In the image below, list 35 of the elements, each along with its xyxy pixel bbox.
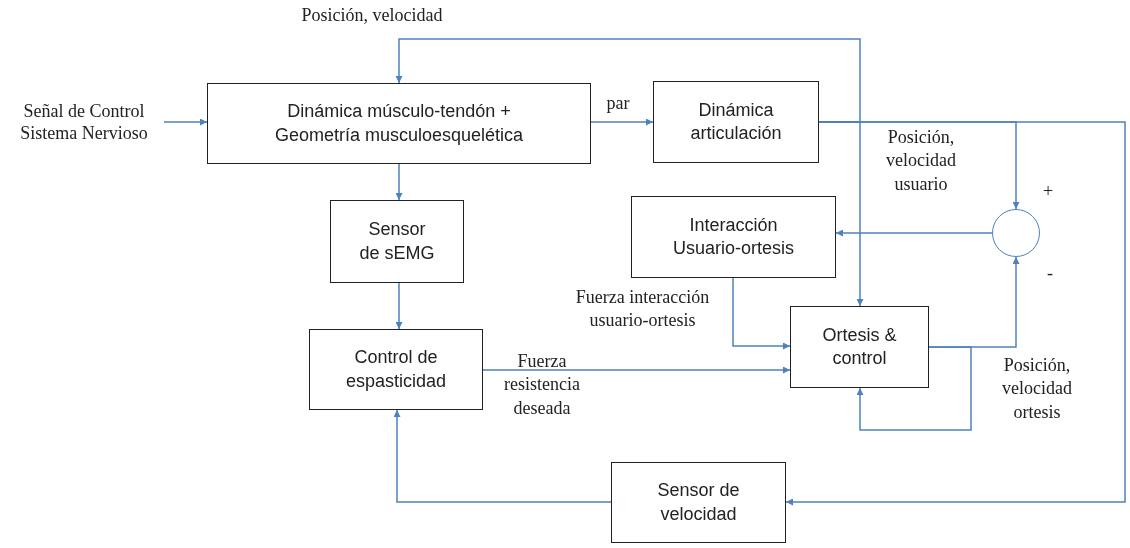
annotation-text: Posición, velocidad ortesis: [1001, 354, 1073, 424]
minus-sign: -: [1046, 262, 1054, 285]
box-label: Control de espasticidad: [344, 346, 448, 393]
arrow: [785, 121, 1126, 506]
arrow: [163, 118, 208, 126]
process-box: [207, 83, 591, 164]
summing-junction-circle: [992, 209, 1040, 257]
process-box: [309, 329, 483, 410]
box-label: Dinámica articulación: [689, 98, 783, 145]
input-signal-text: Señal de Control Sistema Nervioso: [19, 99, 149, 145]
arrow: [590, 118, 654, 126]
arrow: [395, 38, 861, 123]
arrow: [835, 229, 993, 237]
plus-sign: +: [1041, 180, 1055, 203]
edge-label: Fuerza interacción usuario-ortesis: [574, 286, 711, 333]
arrow: [393, 409, 612, 503]
process-box: [611, 462, 786, 543]
box-label: Sensor de velocidad: [656, 479, 741, 526]
box-label: Interacción Usuario-ortesis: [671, 213, 795, 260]
edge-label: Posición, velocidad usuario: [885, 126, 957, 196]
edge-label: Posición, velocidad: [300, 4, 444, 27]
process-box: [330, 200, 464, 283]
arrow: [856, 346, 972, 431]
process-box: [631, 196, 836, 278]
arrow: [395, 282, 403, 330]
process-box: [790, 306, 929, 388]
edge-label: Fuerza resistencia deseada: [503, 350, 581, 420]
arrow: [732, 277, 791, 350]
arrow: [395, 163, 403, 201]
box-label: Sensor de sEMG: [359, 218, 435, 265]
arrow: [482, 366, 791, 374]
process-box: [653, 81, 819, 163]
edge-label: par: [605, 92, 631, 115]
box-label: Dinámica músculo-tendón + Geometría musculoesquelética: [273, 100, 525, 147]
box-label: Ortesis & control: [821, 323, 898, 370]
